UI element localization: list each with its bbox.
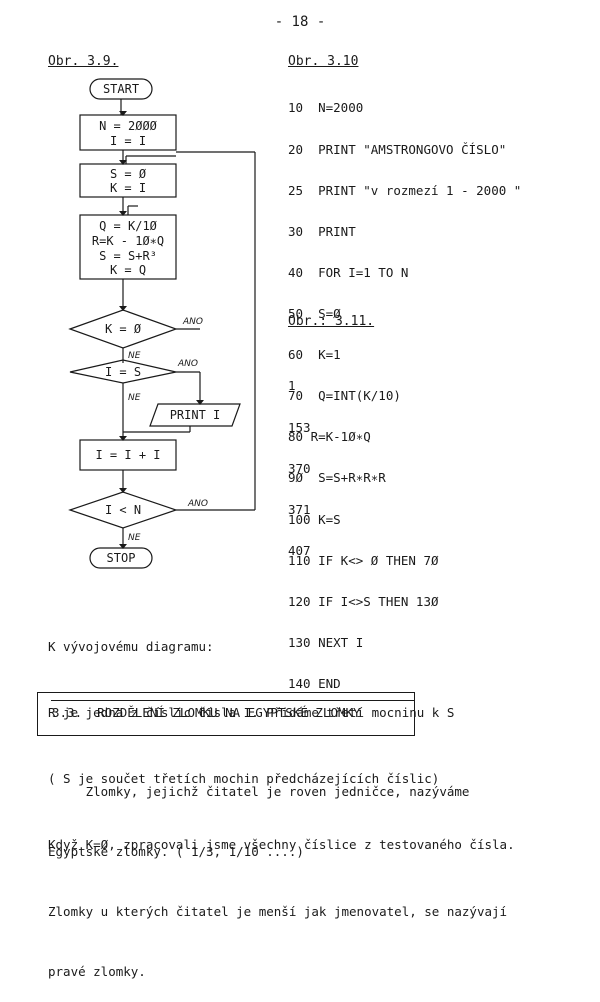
figure-3-10-caption: Obr. 3.10 <box>288 54 359 69</box>
body-line: Zlomky, jejichž čitatel je roven jedničc… <box>48 784 470 799</box>
body-line: Zlomky u kterých čitatel je menší jak jm… <box>48 904 508 919</box>
i-equals-s-label: I = S <box>105 365 141 379</box>
reset-line-2: K = I <box>110 181 146 195</box>
program-line: 9Ø S=S+R∗R∗R <box>288 470 386 486</box>
figure-3-11-caption: Obr.: 3.11. <box>288 314 375 329</box>
program-line: 130 NEXT I <box>288 634 364 650</box>
program-line: 30 PRINT <box>288 223 356 239</box>
init-line-2: I = I <box>110 134 146 148</box>
section-heading-box <box>37 692 415 736</box>
digit-line-4: K = Q <box>110 263 146 277</box>
program-line: 60 K=1 <box>288 347 341 363</box>
print-box <box>149 403 241 427</box>
ano-label-2: ANO <box>177 359 198 369</box>
digit-line-2: R=K - 1Ø∗Q <box>92 234 164 248</box>
program-line: 70 Q=INT(K/10) <box>288 388 401 404</box>
ne-label-1: NE <box>128 351 141 361</box>
program-line: 110 IF K<> Ø THEN 7Ø <box>288 552 439 568</box>
digit-line-1: Q = K/1Ø <box>99 219 158 233</box>
stop-label: STOP <box>107 551 136 565</box>
program-line: 40 FOR I=1 TO N <box>288 264 409 280</box>
program-listing: 10 N=2000 20 PRINT "AMSTRONGOVO ČÍSLO" 2… <box>288 74 521 704</box>
commentary-line: R je jedna z číslic čísla I. Přidáme tře… <box>48 705 455 720</box>
figure-3-9-caption: Obr. 3.9. <box>48 54 119 69</box>
ne-label-3: NE <box>128 533 141 543</box>
program-line: 140 END <box>288 675 341 691</box>
program-line: 120 IF I<>S THEN 13Ø <box>288 593 439 609</box>
ne-label-2: NE <box>128 393 141 403</box>
section-heading: 3.3. ROZDĚLENÍ ZLOMKU NA EGYPTSKÉ ZLOMKY <box>52 705 361 720</box>
flowchart: START N = 2ØØØ I = I S = Ø K = I Q = K/1… <box>68 78 256 569</box>
start-label: START <box>103 82 139 96</box>
i-less-n-label: I < N <box>105 503 141 517</box>
body-line: pravé zlomky. <box>48 964 146 979</box>
commentary-line: ( S je součet třetích mochin předcházejí… <box>48 771 440 786</box>
body-text: Zlomky, jejichž čitatel je roven jedničc… <box>48 742 507 1002</box>
init-box <box>79 114 177 151</box>
page-number: - 18 - <box>274 14 326 30</box>
output-listing: 1 153 370 371 407 <box>288 352 311 571</box>
ano-label-3: ANO <box>187 499 208 509</box>
output-line: 370 <box>288 460 311 476</box>
print-label: PRINT I <box>170 408 221 422</box>
reset-box <box>79 163 177 198</box>
reset-line-1: S = Ø <box>110 167 147 181</box>
program-line: 100 K=S <box>288 511 341 527</box>
commentary-line: K vývojovému diagramu: <box>48 639 214 654</box>
stop-terminal <box>89 547 153 569</box>
output-line: 153 <box>288 419 311 435</box>
digit-line-3: S = S+R³ <box>99 249 157 263</box>
output-line: 371 <box>288 501 311 517</box>
output-line: 407 <box>288 542 311 558</box>
output-line: 1 <box>288 378 296 394</box>
increment-box <box>79 439 177 471</box>
k-zero-label: K = Ø <box>105 322 142 336</box>
ano-label-1: ANO <box>182 317 203 327</box>
program-line: 50 S=Ø <box>288 305 341 321</box>
init-line-1: N = 2ØØØ <box>99 119 158 133</box>
program-line: 80 R=K-1Ø∗Q <box>288 429 371 445</box>
program-line: 10 N=2000 <box>288 100 364 116</box>
program-line: 20 PRINT "AMSTRONGOVO ČÍSLO" <box>288 141 507 157</box>
increment-label: I = I + I <box>95 448 160 462</box>
body-line: Egyptské zlomky. ( 1/3, 1/10 ....) <box>48 844 304 859</box>
program-line: 25 PRINT "v rozmezí 1 - 2000 " <box>288 182 522 198</box>
